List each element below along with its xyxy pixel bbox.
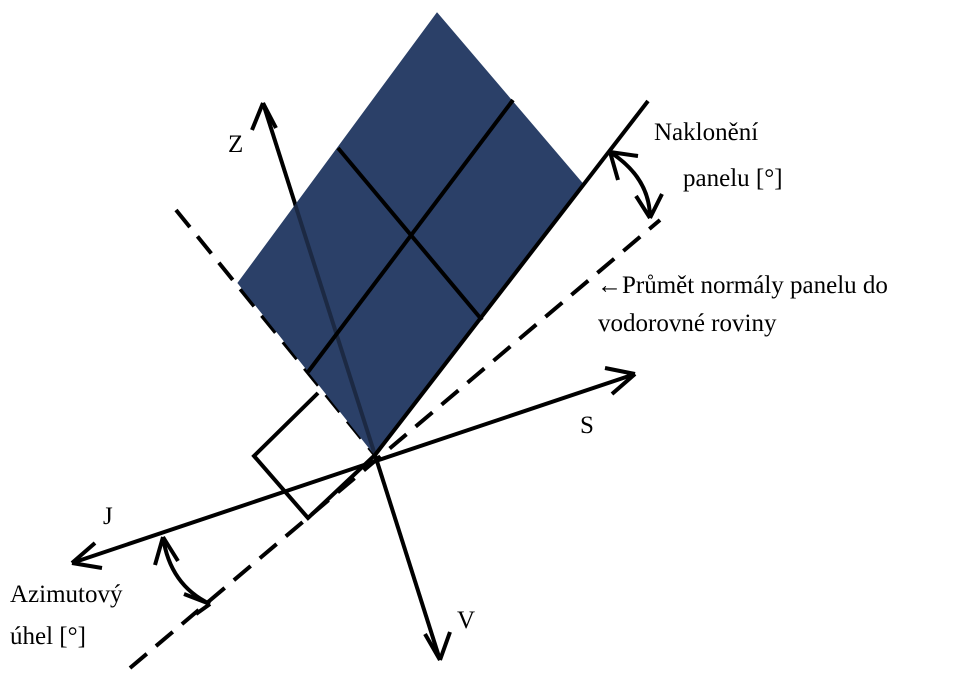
- v-axis-label: V: [457, 607, 475, 634]
- z-axis-label: Z: [228, 131, 243, 158]
- azimuth-arc-arrowhead-top: [153, 535, 180, 566]
- panel-grid-line: [306, 98, 515, 374]
- s-axis-label: S: [580, 412, 594, 439]
- v-axis: [373, 454, 442, 661]
- azimuth-arc-arrowhead-bottom: [183, 592, 212, 616]
- tilt-label-line1: Naklonění: [654, 119, 758, 146]
- tilt-label-line2: panelu [°]: [683, 165, 783, 192]
- v-arrowhead: [423, 631, 452, 661]
- tilt-arc-arrowhead-bottom: [634, 193, 664, 220]
- panel-tilt-edge-line: [373, 99, 650, 457]
- j-axis-label: J: [103, 503, 113, 530]
- normal-projection-dashed-line: [128, 218, 662, 670]
- s-arrowhead: [604, 366, 637, 396]
- tilt-arc-arrowhead-top: [608, 150, 639, 181]
- z-axis-behind-panel: [293, 203, 377, 456]
- normal-projection-label-line1: ←Průmět normály panelu do: [597, 272, 888, 299]
- panel-plane-dashed-line: [174, 208, 377, 457]
- right-angle-frame: [251, 391, 377, 521]
- azimuth-label-line2: úhel [°]: [10, 623, 86, 650]
- normal-projection-label-line2: vodorovné roviny: [598, 310, 777, 337]
- tilt-angle-arc: [608, 150, 652, 219]
- solar-panel: [237, 12, 583, 456]
- j-arrowhead: [70, 541, 103, 570]
- j-s-axis: [71, 372, 636, 565]
- z-axis-arrowhead: [250, 102, 278, 131]
- azimuth-label-line1: Azimutový: [10, 581, 123, 608]
